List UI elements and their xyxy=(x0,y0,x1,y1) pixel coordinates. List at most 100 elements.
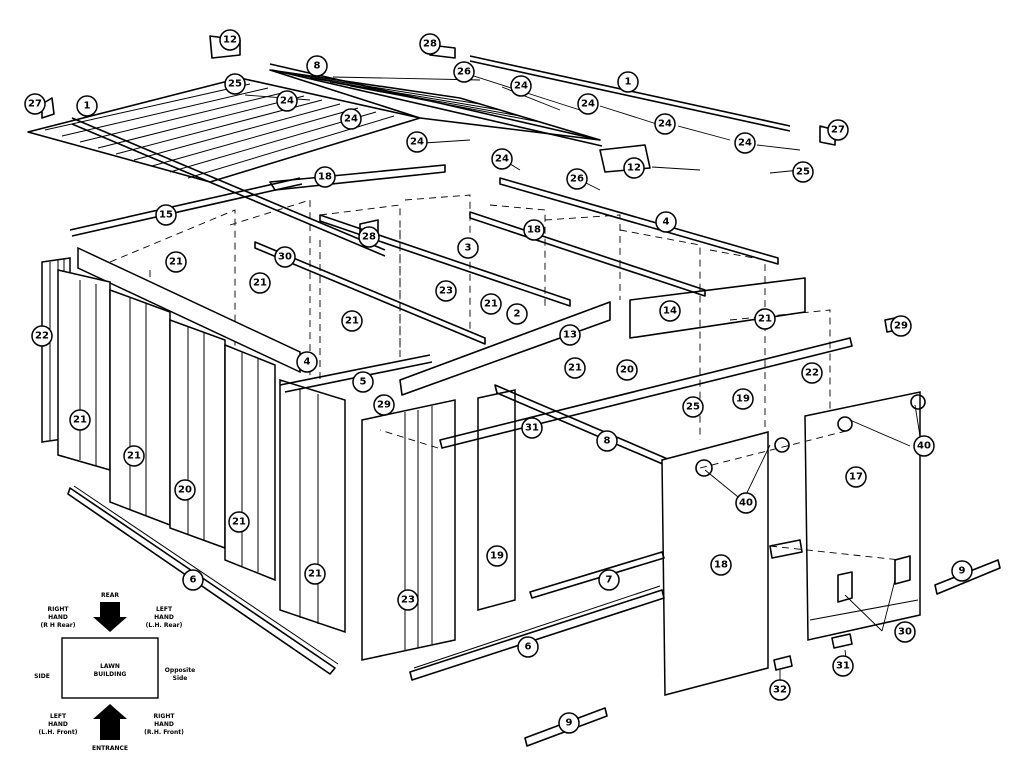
callout-12-right: 12 xyxy=(623,157,645,179)
key-lh-rear-3: (L.H. Rear) xyxy=(146,622,183,629)
callout-15: 15 xyxy=(155,204,177,226)
key-lh-front-3: (L.H. Front) xyxy=(39,729,78,736)
svg-text:21: 21 xyxy=(345,316,359,327)
callout-24-f: 24 xyxy=(406,131,428,153)
svg-text:24: 24 xyxy=(410,137,424,148)
key-lh-front-2: HAND xyxy=(48,721,68,728)
svg-text:17: 17 xyxy=(849,472,863,483)
callout-22-left: 22 xyxy=(31,325,53,347)
key-rh-front-3: (R.H. Front) xyxy=(144,729,184,736)
key-building-box xyxy=(61,637,159,699)
callout-6-bottom: 6 xyxy=(517,636,539,658)
orientation-key: REAR RIGHT HAND (R H Rear) LEFT HAND (L.… xyxy=(34,592,195,752)
svg-text:30: 30 xyxy=(898,627,912,638)
svg-text:24: 24 xyxy=(280,96,294,107)
callout-24-d: 24 xyxy=(340,108,362,130)
callout-23-front: 23 xyxy=(397,589,419,611)
svg-text:21: 21 xyxy=(253,278,267,289)
callout-31-mid: 31 xyxy=(521,417,543,439)
svg-text:1: 1 xyxy=(625,77,632,88)
callout-18-top: 18 xyxy=(314,166,336,188)
svg-text:26: 26 xyxy=(457,67,471,78)
callout-23-top: 23 xyxy=(435,280,457,302)
svg-text:15: 15 xyxy=(159,210,173,221)
svg-text:24: 24 xyxy=(581,99,595,110)
callout-21-i: 21 xyxy=(228,511,250,533)
key-lh-front-1: LEFT xyxy=(50,713,67,720)
callout-27-left: 27 xyxy=(24,93,46,115)
svg-text:27: 27 xyxy=(28,99,42,110)
callout-26-top: 26 xyxy=(453,61,475,83)
key-rear-label: REAR xyxy=(101,592,119,599)
svg-text:8: 8 xyxy=(314,61,321,72)
svg-text:21: 21 xyxy=(484,299,498,310)
callout-21-h: 21 xyxy=(123,445,145,467)
svg-text:19: 19 xyxy=(736,394,750,405)
svg-text:6: 6 xyxy=(525,642,532,653)
callout-18-door: 18 xyxy=(710,554,732,576)
callout-2: 2 xyxy=(506,303,528,325)
callout-25-right: 25 xyxy=(792,161,814,183)
svg-text:23: 23 xyxy=(401,595,415,606)
callout-4-left: 4 xyxy=(296,351,318,373)
svg-text:2: 2 xyxy=(514,309,521,320)
svg-text:21: 21 xyxy=(758,314,772,325)
svg-text:40: 40 xyxy=(917,441,931,452)
key-lh-rear-2: HAND xyxy=(154,614,174,621)
svg-text:21: 21 xyxy=(169,257,183,268)
svg-text:23: 23 xyxy=(439,286,453,297)
svg-text:24: 24 xyxy=(495,154,509,165)
callout-19-right: 19 xyxy=(732,388,754,410)
svg-text:28: 28 xyxy=(362,232,376,243)
callout-12-top: 12 xyxy=(219,29,241,51)
svg-text:13: 13 xyxy=(563,330,577,341)
key-opposite-1: Opposite xyxy=(165,667,195,674)
svg-text:12: 12 xyxy=(223,35,237,46)
callout-9-bottom: 9 xyxy=(558,712,580,734)
arrow-down-icon xyxy=(93,602,127,632)
hardware xyxy=(359,219,926,671)
key-side: SIDE xyxy=(34,673,50,680)
svg-text:24: 24 xyxy=(738,138,752,149)
arrow-up-icon xyxy=(93,704,127,740)
key-rh-rear-1: RIGHT xyxy=(48,606,70,613)
callout-14: 14 xyxy=(659,300,681,322)
callout-1-top-right: 1 xyxy=(617,71,639,93)
svg-text:31: 31 xyxy=(836,661,850,672)
key-rh-rear-3: (R H Rear) xyxy=(40,622,75,629)
callout-21-g: 21 xyxy=(69,409,91,431)
svg-text:20: 20 xyxy=(620,365,634,376)
svg-text:29: 29 xyxy=(894,321,908,332)
callout-21-e: 21 xyxy=(754,308,776,330)
svg-text:29: 29 xyxy=(377,400,391,411)
callout-40-right: 40 xyxy=(913,435,935,457)
callouts: 12 28 8 26 1 25 24 27 1 24 24 24 24 24 2… xyxy=(24,29,973,734)
key-lh-rear-1: LEFT xyxy=(156,606,173,613)
callout-19-front: 19 xyxy=(486,545,508,567)
svg-text:9: 9 xyxy=(959,566,966,577)
svg-text:32: 32 xyxy=(773,685,787,696)
callout-20-left: 20 xyxy=(174,479,196,501)
svg-text:25: 25 xyxy=(796,167,810,178)
svg-text:31: 31 xyxy=(525,423,539,434)
callout-13: 13 xyxy=(559,324,581,346)
key-opposite-2: Side xyxy=(173,675,188,682)
callout-26-mid: 26 xyxy=(566,168,588,190)
svg-text:21: 21 xyxy=(232,517,246,528)
svg-text:40: 40 xyxy=(739,498,753,509)
callout-18-mid: 18 xyxy=(523,219,545,241)
svg-text:21: 21 xyxy=(73,415,87,426)
svg-text:18: 18 xyxy=(714,560,728,571)
callout-30-right: 30 xyxy=(894,621,916,643)
callout-30-left: 30 xyxy=(274,246,296,268)
svg-text:4: 4 xyxy=(663,217,670,228)
callout-24-a: 24 xyxy=(510,75,532,97)
callout-6-left: 6 xyxy=(182,569,204,591)
assembly-lines xyxy=(379,429,901,561)
key-rh-front-1: RIGHT xyxy=(154,713,176,720)
roof-rails xyxy=(41,35,836,396)
callout-24-b: 24 xyxy=(276,90,298,112)
svg-text:8: 8 xyxy=(604,436,611,447)
callout-25-top-left: 25 xyxy=(224,73,246,95)
callout-24-g: 24 xyxy=(734,132,756,154)
